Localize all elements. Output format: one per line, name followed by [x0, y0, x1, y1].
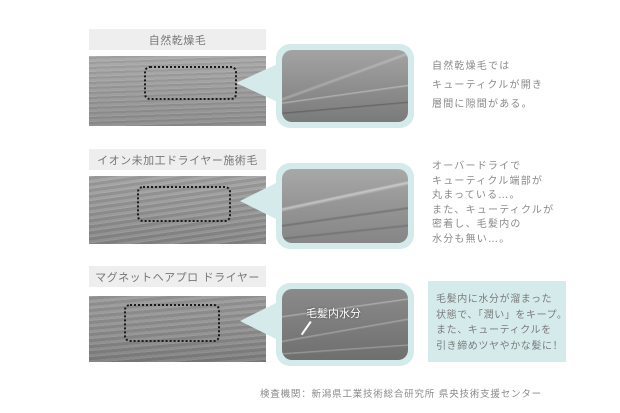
row3-description: 毛髪内に水分が溜まった 状態で、「潤い」をキープ。 また、キューティクルを 引き… — [436, 294, 568, 352]
row2-zoom-image — [282, 169, 408, 243]
row3-highlight-box — [428, 281, 566, 362]
row2-description: オーバードライで キューティクル端部が 丸まっている…。 また、キューティクルが… — [432, 161, 555, 245]
row3-focus-box — [124, 304, 220, 342]
row1-label: 自然乾燥毛 — [89, 29, 266, 50]
row1-sem-image — [89, 56, 266, 126]
row1-focus-box — [144, 66, 237, 100]
footer-credit: 検査機関：新潟県工業技術総合研究所 県央技術支援センター — [260, 389, 542, 400]
row3-zoom-callout: 毛髪内水分 — [276, 283, 414, 366]
row3-annotation-line — [300, 321, 312, 336]
row1-description: 自然乾燥毛では キューティクルが開き 層間に隙間がある。 — [432, 61, 544, 110]
row2-focus-box — [137, 186, 231, 222]
row3-zoom-image: 毛髪内水分 — [282, 289, 408, 360]
row3-zoom-annotation: 毛髪内水分 — [306, 307, 361, 320]
row1-zoom-image — [282, 50, 408, 122]
row3-label: マグネットヘアプロ ドライヤー — [89, 266, 266, 287]
row1-zoom-callout — [276, 44, 414, 128]
row2-sem-image — [89, 176, 266, 244]
row2-zoom-callout — [276, 163, 414, 249]
row2-label: イオン未加工ドライヤー施術毛 — [89, 149, 266, 170]
row3-sem-image — [89, 296, 266, 362]
